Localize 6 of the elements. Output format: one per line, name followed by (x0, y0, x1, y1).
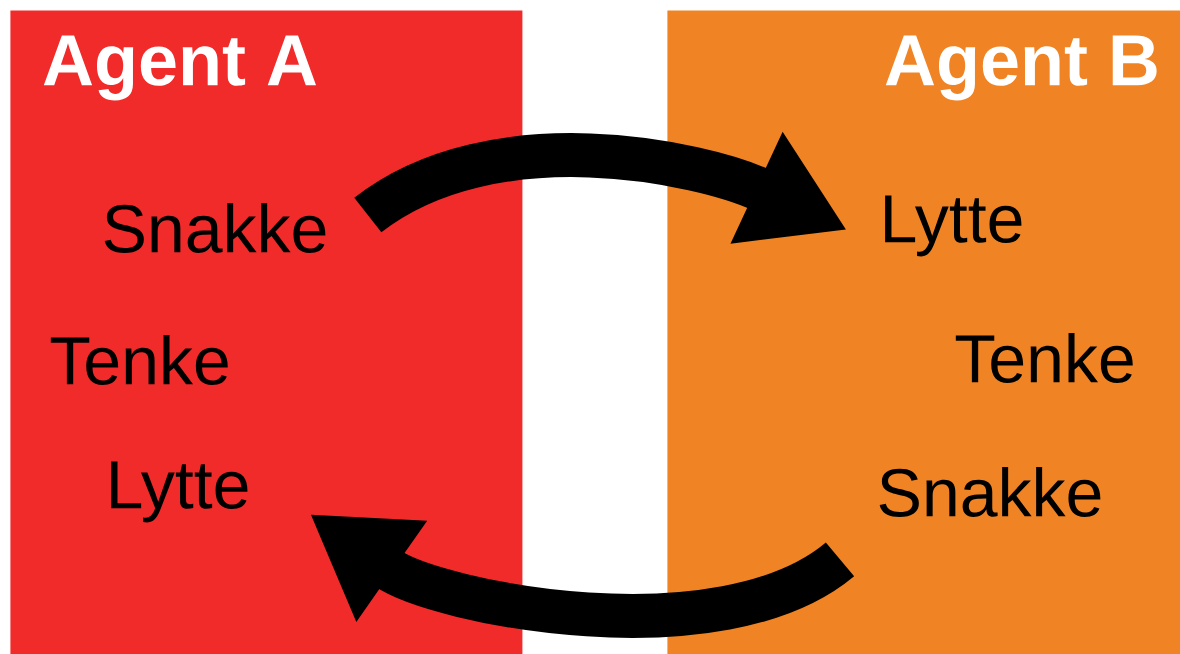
activity-label: Tenke (955, 333, 1133, 383)
activity-label: Tenke (50, 335, 228, 385)
activity-label: Snakke (879, 467, 1101, 517)
activity-label: Snakke (104, 203, 326, 253)
activity-label: Lytte (885, 195, 1022, 257)
activity-label: Lytte (111, 461, 248, 523)
